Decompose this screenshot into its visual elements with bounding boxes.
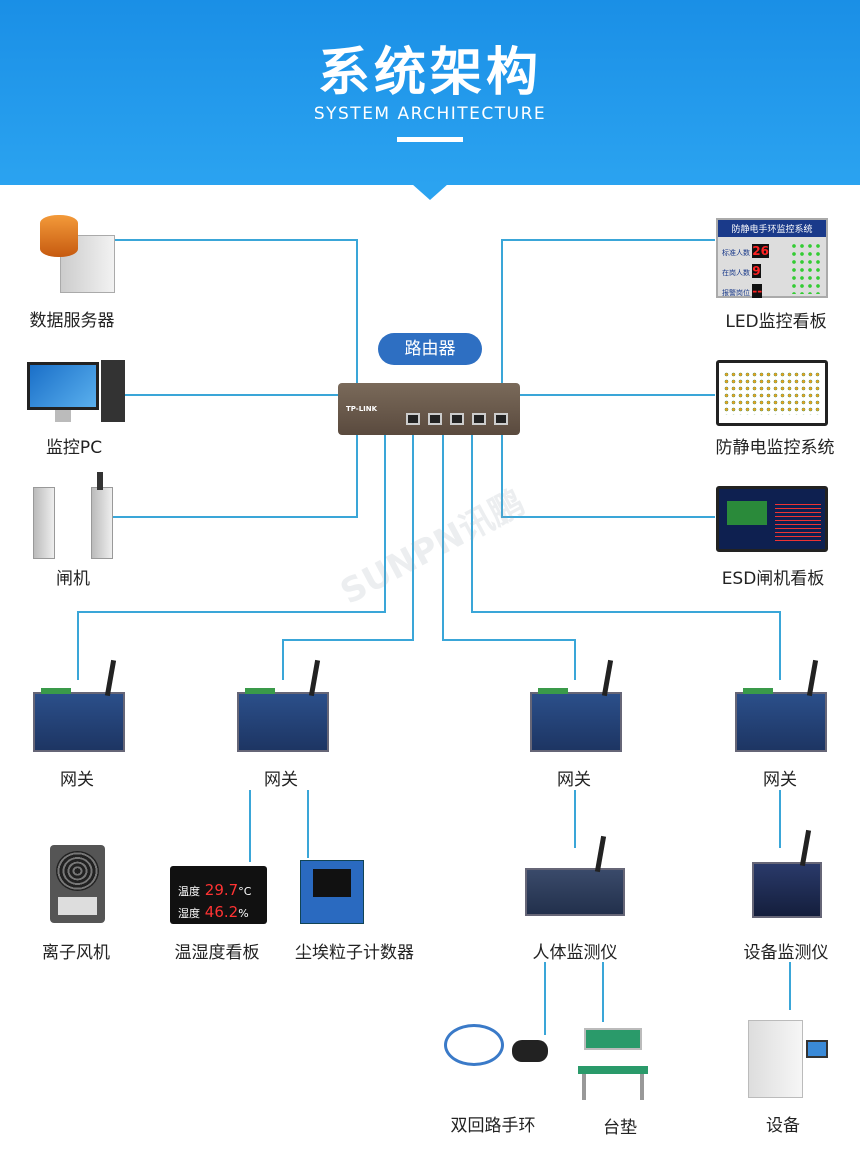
label-equipment: 设备 (766, 1116, 800, 1136)
humidity-unit: % (238, 907, 249, 920)
led-row-value: 26 (752, 244, 769, 258)
label-esd-monitor-system: 防静电监控系统 (715, 438, 835, 458)
gateway-icon (237, 659, 329, 752)
page-title: 系统架构 (317, 43, 542, 103)
label-gateway: 网关 (60, 770, 94, 790)
ion-fan-icon (50, 845, 105, 923)
label-monitor-pc: 监控PC (45, 438, 103, 458)
dust-counter-icon (300, 860, 364, 924)
label-body-monitor: 人体监测仪 (532, 943, 618, 963)
turnstile-icon (33, 472, 113, 562)
body-monitor-icon (525, 835, 625, 916)
label-esd-gate-board: ESD闸机看板 (721, 569, 825, 589)
monitor-pc-icon (27, 360, 127, 425)
led-row-value: -- (752, 284, 763, 298)
led-row-label: 标准人数 (722, 249, 750, 257)
temp-humidity-board-icon: 温度 29.7°C 湿度 46.2% (170, 866, 267, 924)
page-subtitle: SYSTEM ARCHITECTURE (313, 104, 547, 124)
gateway-icon (735, 659, 827, 752)
title-underline (397, 137, 463, 142)
workbench-mat-icon (578, 1022, 648, 1100)
label-wrist-strap: 双回路手环 (450, 1116, 536, 1136)
temp-label: 温度 (178, 885, 200, 898)
label-turnstile: 闸机 (56, 569, 90, 589)
gateway-icon (33, 659, 125, 752)
humidity-label: 湿度 (178, 907, 200, 920)
router-label: 路由器 (378, 333, 482, 365)
led-row-value: 9 (752, 264, 761, 278)
header-notch (412, 184, 448, 200)
gateway-icon (530, 659, 622, 752)
label-led-board: LED监控看板 (725, 312, 827, 332)
label-ion-fan: 离子风机 (42, 943, 110, 963)
humidity-value: 46.2 (204, 903, 239, 921)
led-board-icon: 防静电手环监控系统 标准人数 26 在岗人数 9 报警岗位 -- (716, 218, 828, 298)
label-temp-humidity-board: 温湿度看板 (174, 943, 260, 963)
label-workbench-mat: 台垫 (603, 1118, 637, 1138)
header-banner: 系统架构 SYSTEM ARCHITECTURE (0, 0, 860, 185)
label-gateway: 网关 (763, 770, 797, 790)
esd-monitor-screen-icon (716, 360, 828, 426)
router-brand: TP-LINK (346, 405, 378, 413)
label-data-server: 数据服务器 (29, 311, 115, 331)
label-dust-counter: 尘埃粒子计数器 (295, 943, 414, 963)
led-board-title: 防静电手环监控系统 (718, 220, 826, 237)
label-gateway: 网关 (557, 770, 591, 790)
esd-gate-board-icon (716, 486, 828, 552)
server-icon (40, 215, 115, 293)
equipment-monitor-icon (752, 829, 822, 918)
led-row-label: 报警岗位 (722, 289, 750, 297)
label-equipment-monitor: 设备监测仪 (743, 943, 829, 963)
led-row-label: 在岗人数 (722, 269, 750, 277)
wrist-strap-icon (440, 1020, 550, 1090)
temp-unit: °C (238, 885, 252, 898)
label-gateway: 网关 (264, 770, 298, 790)
equipment-icon (748, 1020, 828, 1098)
router-icon: TP-LINK (338, 383, 520, 435)
temp-value: 29.7 (204, 881, 239, 899)
